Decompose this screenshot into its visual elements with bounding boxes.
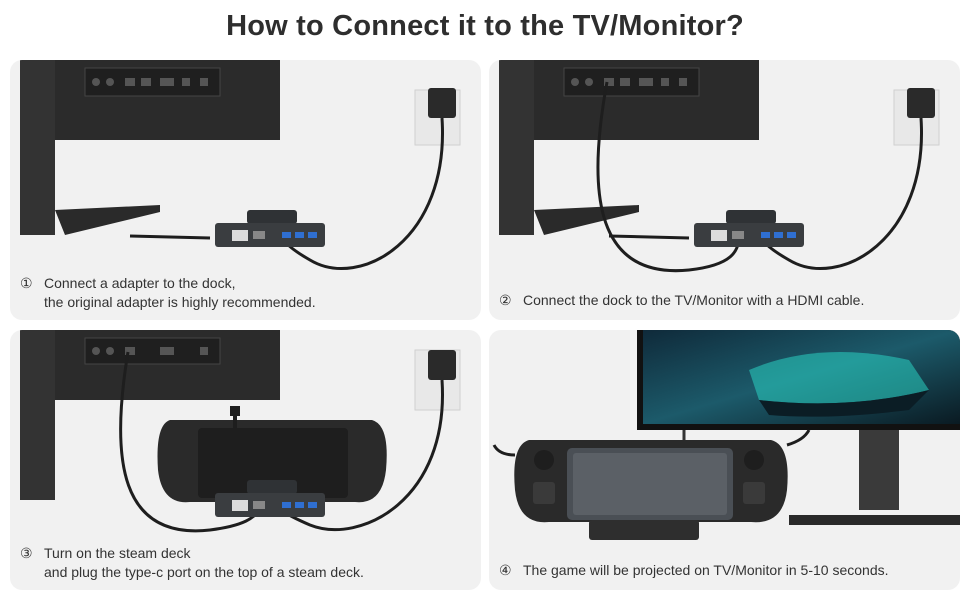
- monitor-stand: [20, 60, 55, 235]
- step-2-illustration: [499, 60, 940, 273]
- step-4-illustration: [492, 330, 960, 540]
- dock-top: [247, 210, 297, 224]
- step-1-illustration: [20, 60, 461, 270]
- page-title: How to Connect it to the TV/Monitor?: [226, 10, 744, 42]
- step-3-illustration: [20, 330, 461, 533]
